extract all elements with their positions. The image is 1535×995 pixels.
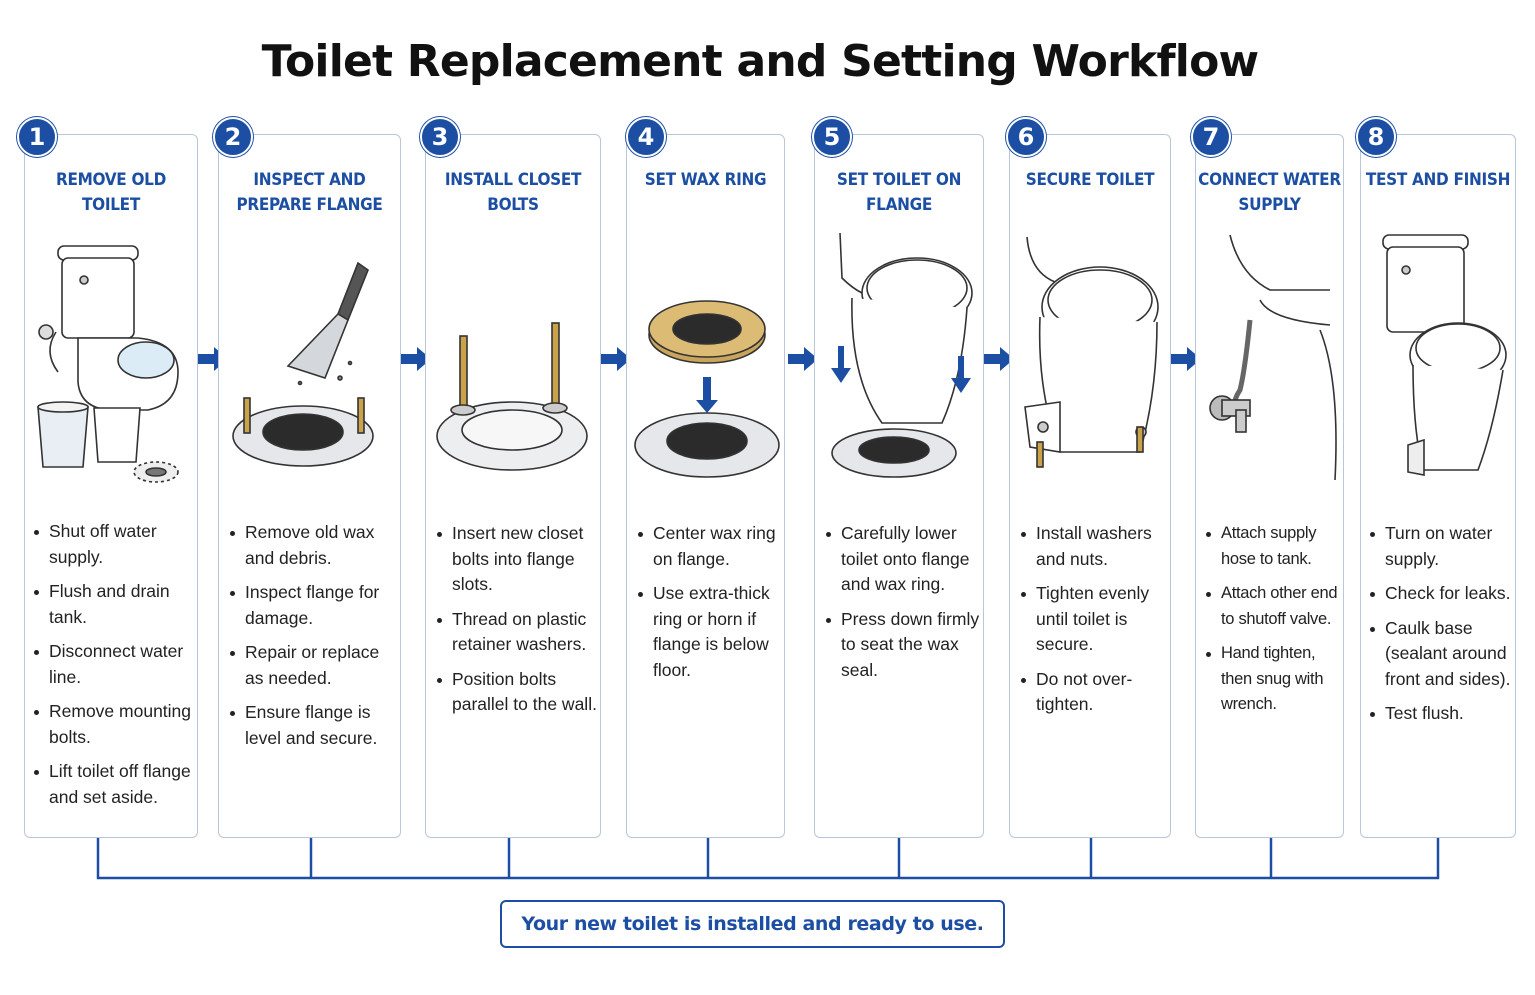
bolted-toilet-icon (1024, 236, 1159, 468)
step-2-badge: 2 (213, 117, 253, 157)
closet-bolts-flange-icon (436, 322, 588, 471)
bullet: Attach other end to shutoff valve. (1206, 581, 1344, 632)
bullet: Test flush. (1370, 701, 1516, 727)
bullet: Remove mounting bolts. (34, 699, 194, 750)
step-1-bullets: Shut off water supply. Flush and drain t… (34, 519, 194, 819)
lower-toilet-icon (831, 232, 973, 478)
bullet: Insert new closet bolts into flange slot… (437, 521, 597, 598)
bullet: Caulk base (sealant around front and sid… (1370, 616, 1516, 693)
bullet: Carefully lower toilet onto flange and w… (826, 521, 981, 598)
step-8-badge: 8 (1356, 117, 1396, 157)
finished-toilet-icon (1382, 234, 1507, 476)
step-2-bullets: Remove old wax and debris. Inspect flang… (230, 520, 395, 760)
step-2-card (218, 134, 401, 838)
step-1-title: REMOVE OLD TOILET (55, 170, 167, 215)
step-8-title: TEST AND FINISH (1365, 170, 1511, 190)
bullet: Position bolts parallel to the wall. (437, 667, 597, 718)
bullet: Remove old wax and debris. (230, 520, 395, 571)
step-6-badge: 6 (1006, 117, 1046, 157)
bullet: Lift toilet off flange and set aside. (34, 759, 194, 810)
step-4-bullets: Center wax ring on flange. Use extra-thi… (638, 521, 783, 692)
bullet: Turn on water supply. (1370, 521, 1516, 572)
putty-knife-flange-icon (232, 261, 374, 467)
completion-banner: Your new toilet is installed and ready t… (500, 900, 1005, 948)
step-6-bullets: Install washers and nuts. Tighten evenly… (1021, 521, 1169, 727)
arrow-right-icon (601, 347, 631, 371)
arrow-right-icon (401, 347, 431, 371)
step-4-title: SET WAX RING (644, 170, 767, 190)
step-5-bullets: Carefully lower toilet onto flange and w… (826, 521, 981, 692)
bullet: Install washers and nuts. (1021, 521, 1169, 572)
step-6-title: SECURE TOILET (1025, 170, 1155, 190)
step-7-title: CONNECT WATER SUPPLY (1198, 170, 1341, 215)
step-3-badge: 3 (420, 117, 460, 157)
step-3-card (425, 134, 601, 838)
bullet: Shut off water supply. (34, 519, 194, 570)
step-2-title: INSPECT AND PREPARE FLANGE (236, 170, 383, 215)
wax-ring-icon (634, 300, 780, 478)
step-7-bullets: Attach supply hose to tank. Attach other… (1206, 521, 1344, 727)
step-5-title: SET TOILET ON FLANGE (836, 170, 962, 215)
arrow-right-icon (788, 347, 818, 371)
bullet: Do not over-tighten. (1021, 667, 1169, 718)
bullet: Disconnect water line. (34, 639, 194, 690)
bullet: Center wax ring on flange. (638, 521, 783, 572)
arrow-right-icon (984, 347, 1014, 371)
step-4-badge: 4 (626, 117, 666, 157)
page-title: Toilet Replacement and Setting Workflow (261, 36, 1260, 87)
bullet: Check for leaks. (1370, 581, 1516, 607)
bullet: Thread on plastic retainer washers. (437, 607, 597, 658)
bullet: Hand tighten, then snug with wrench. (1206, 641, 1344, 718)
bullet: Tighten evenly until toilet is secure. (1021, 581, 1169, 658)
bullet: Ensure flange is level and secure. (230, 700, 395, 751)
step-7-badge: 7 (1191, 117, 1231, 157)
step-4-card (626, 134, 785, 838)
bullet: Repair or replace as needed. (230, 640, 395, 691)
bullet: Press down firmly to seat the wax seal. (826, 607, 981, 684)
bullet: Attach supply hose to tank. (1206, 521, 1344, 572)
step-3-bullets: Insert new closet bolts into flange slot… (437, 521, 597, 727)
step-3-title: INSTALL CLOSET BOLTS (444, 170, 582, 215)
step-8-bullets: Turn on water supply. Check for leaks. C… (1370, 521, 1516, 736)
step-5-badge: 5 (812, 117, 852, 157)
arrow-right-icon (1171, 347, 1201, 371)
step-6-card (1009, 134, 1171, 838)
bullet: Inspect flange for damage. (230, 580, 395, 631)
bullet: Flush and drain tank. (34, 579, 194, 630)
supply-hose-valve-icon (1209, 234, 1337, 481)
step-7-card (1195, 134, 1344, 838)
bullet: Use extra-thick ring or horn if flange i… (638, 581, 783, 683)
toilet-with-bucket-icon (37, 245, 179, 483)
step-1-badge: 1 (17, 117, 57, 157)
